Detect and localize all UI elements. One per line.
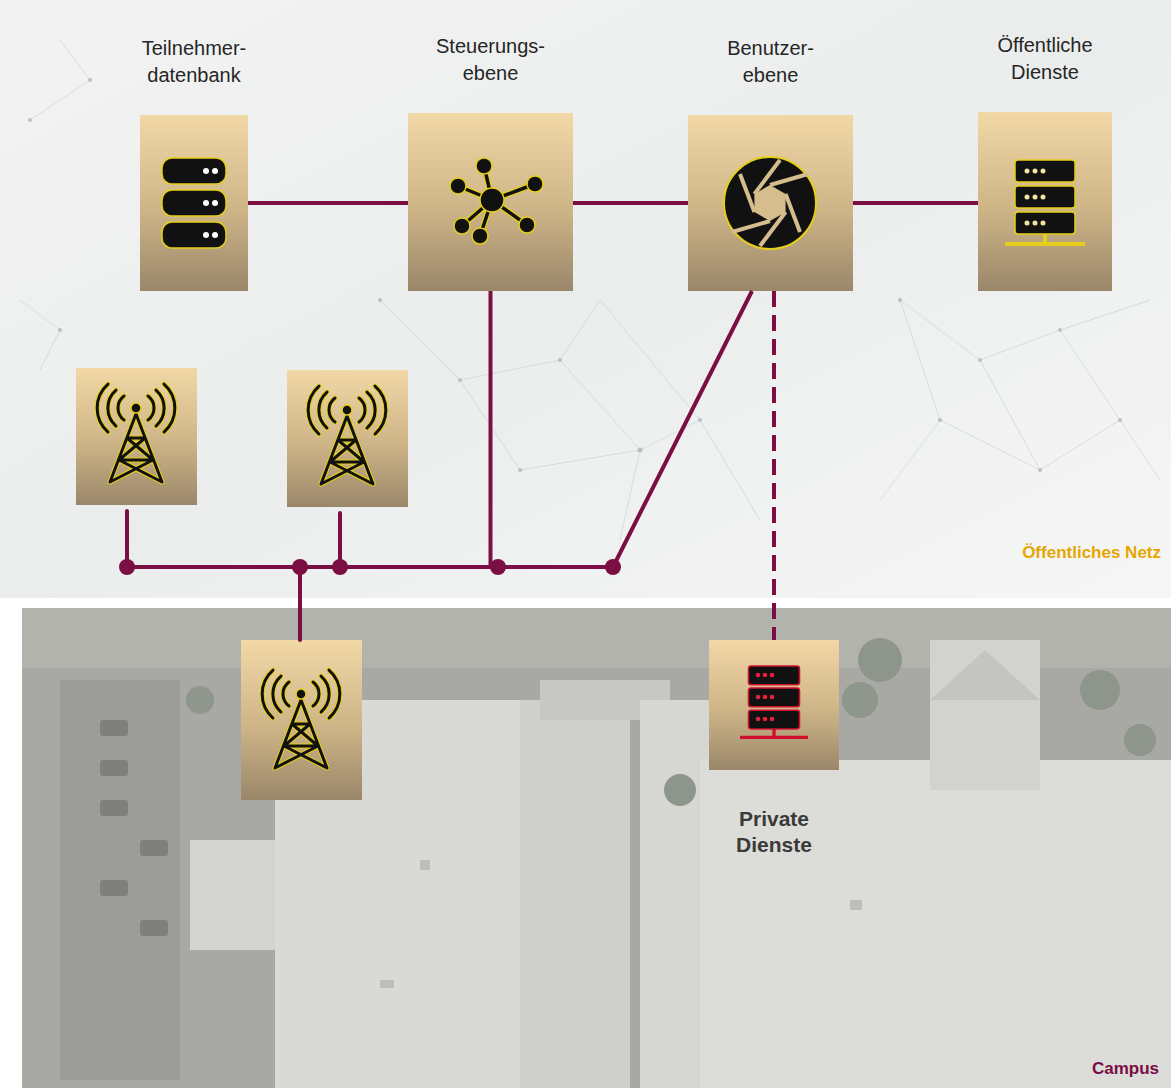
box-heading: Teilnehmer- datenbank — [129, 35, 259, 89]
private-server-icon — [740, 666, 808, 737]
service-box: Öffentliche Dienste — [978, 112, 1112, 291]
connector — [853, 201, 978, 205]
user-plane-box: Benutzer- ebene — [688, 115, 853, 291]
connector — [248, 201, 408, 205]
connector — [772, 291, 776, 640]
private-service-box: Private Dienste — [709, 640, 839, 770]
connector — [573, 201, 688, 205]
antenna-icon — [97, 384, 386, 768]
database-icon — [162, 158, 226, 248]
campus-aerial-photo — [22, 608, 1171, 1088]
box-heading: Steuerungs- ebene — [426, 33, 556, 87]
radio-bus-wire — [127, 511, 498, 640]
region-label: Campus — [1092, 1059, 1159, 1079]
network-region: Öffentliches NetzTeilnehmer- datenbankSt… — [0, 0, 1171, 598]
box-heading: Benutzer- ebene — [706, 35, 836, 89]
campus-region: Campus Private Dienste — [22, 608, 1171, 1088]
box-heading: Öffentliche Dienste — [980, 32, 1110, 86]
control-plane-box: Steuerungs- ebene — [408, 113, 573, 291]
user-plane-icon — [724, 157, 816, 249]
public-server-icon — [1005, 160, 1085, 244]
connector — [491, 291, 753, 567]
public-network-ground — [0, 0, 1171, 598]
control-plane-icon — [450, 158, 543, 244]
region-label: Öffentliches Netz — [1022, 543, 1161, 563]
component-boxes — [76, 112, 1112, 800]
database-box: Teilnehmer- datenbank — [140, 115, 248, 291]
box-label: Private Dienste — [704, 806, 844, 858]
